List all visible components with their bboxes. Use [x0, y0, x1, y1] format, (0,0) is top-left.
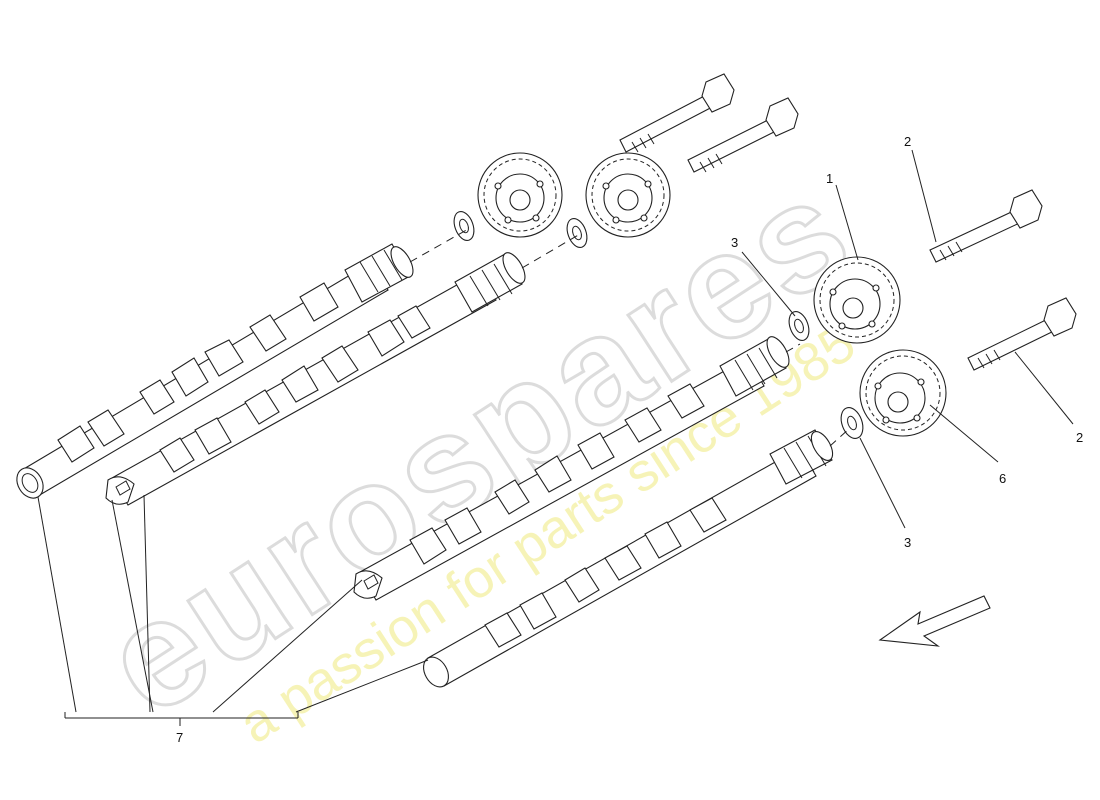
leader-lines: [37, 149, 1074, 726]
callout-2-right: 2: [1076, 430, 1083, 445]
bolt-upper-1: [619, 73, 735, 153]
cam-phaser-1: [813, 256, 901, 344]
camshaft-upper-left: [16, 243, 414, 499]
bolt-2-upper: [929, 189, 1043, 263]
washer-upper-right: [566, 218, 588, 248]
callout-labels: 1 2 3 2 6 3 7: [176, 134, 1083, 745]
cam-phaser-upper-right: [585, 152, 671, 238]
callout-6: 6: [999, 471, 1006, 486]
callout-1: 1: [826, 171, 833, 186]
bolt-2-lower: [967, 297, 1077, 371]
cam-phaser-upper-left: [477, 152, 563, 238]
bolt-upper-2: [687, 97, 799, 173]
callout-3-top: 3: [731, 235, 738, 250]
cam-phaser-6: [859, 349, 947, 437]
washer-3-lower: [840, 407, 864, 439]
washer-3-upper: [788, 311, 810, 341]
camshaft-upper-second: [105, 252, 526, 506]
direction-arrow-icon: [878, 595, 991, 647]
camshaft-middle: [353, 336, 790, 601]
assembly-axis-lines: [409, 227, 851, 447]
callout-7: 7: [176, 730, 183, 745]
callout-2-top: 2: [904, 134, 911, 149]
callout-3-bottom: 3: [904, 535, 911, 550]
camshaft-lower: [423, 429, 834, 688]
washer-upper-left: [453, 211, 475, 241]
